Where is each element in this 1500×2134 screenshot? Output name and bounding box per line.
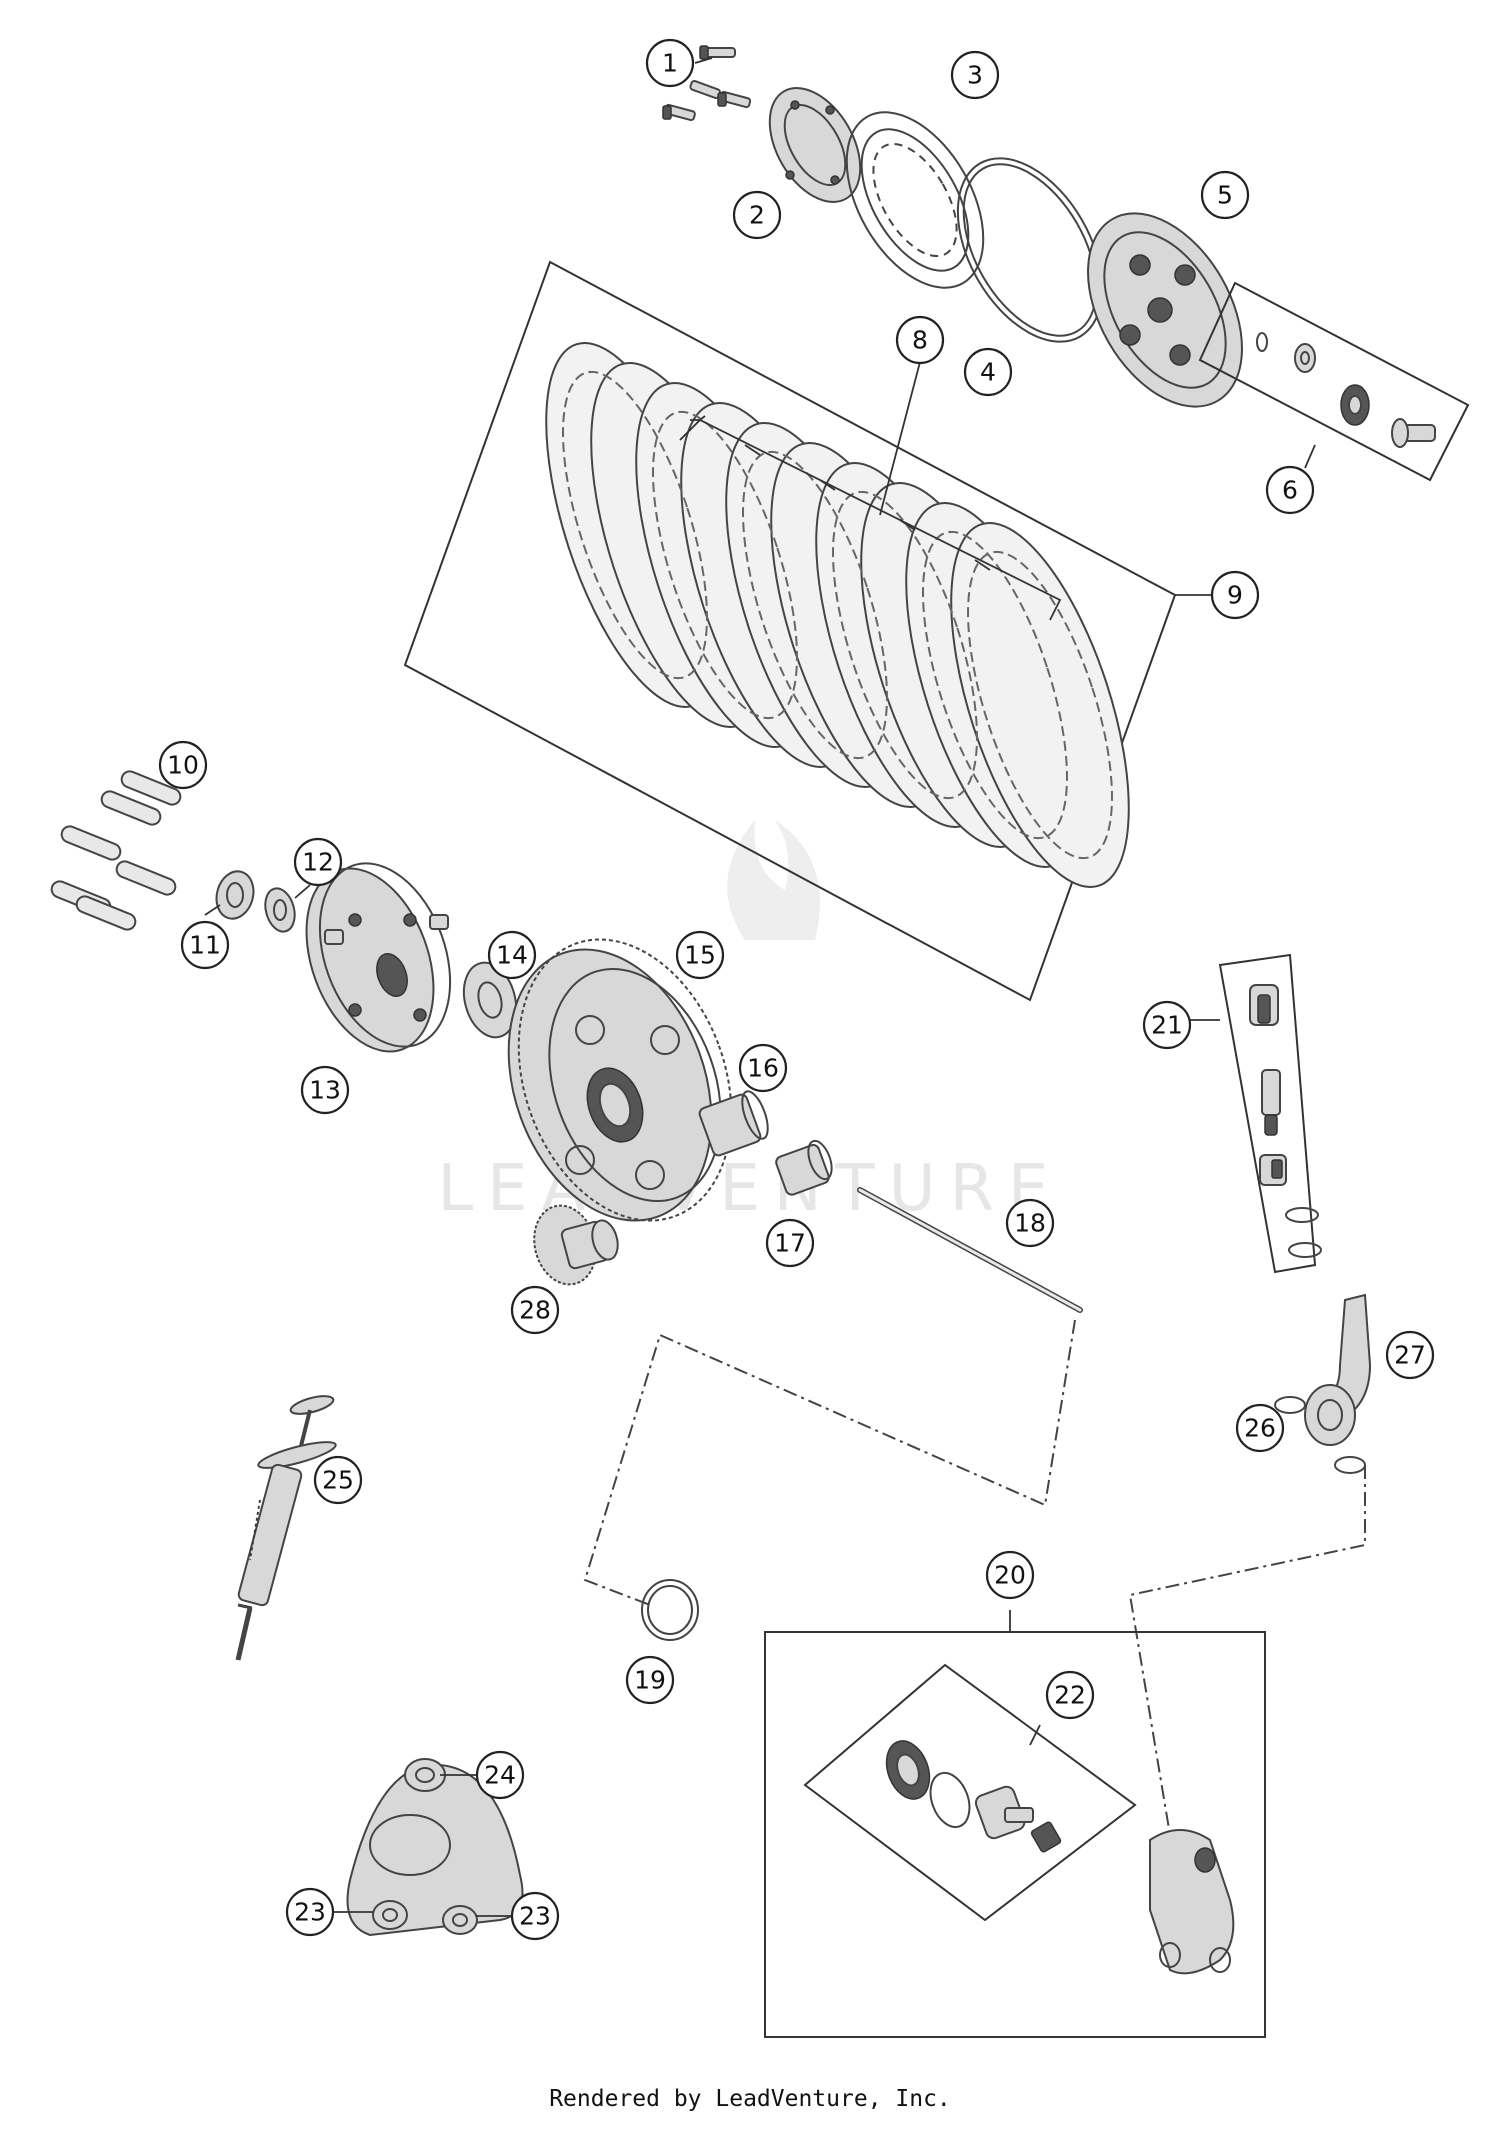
needle-bearing-part-16 [698,1090,769,1157]
callout-28: 28 [510,1285,560,1335]
callout-8: 8 [895,315,945,365]
callout-16: 16 [738,1043,788,1093]
seal-rings-part-26 [1274,1396,1366,1474]
piston-kit-part-22 [803,1663,1137,1922]
slave-cylinder-frame-part-20 [764,1610,1266,2038]
o-ring-part-19 [641,1579,699,1641]
reference-lines [583,1319,1366,1836]
svg-text:17: 17 [774,1229,806,1258]
callout-12: 12 [293,837,343,887]
bleeder-kit-part-21 [1180,953,1322,1274]
callout-13: 13 [300,1065,350,1115]
callout-6: 6 [1265,465,1315,515]
spacer-sleeve-part-17 [775,1139,833,1196]
callout-14: 14 [487,930,537,980]
svg-text:12: 12 [302,848,334,877]
diaphragm-spring-part-4 [956,157,1104,343]
release-bearing-kit-part-6 [1198,281,1470,482]
svg-text:2: 2 [749,201,765,230]
callout-23-right: 23 [510,1891,560,1941]
svg-text:14: 14 [496,941,528,970]
push-rod-part-18 [857,1187,1083,1313]
callouts: 1 2 3 4 5 6 8 9 10 11 12 13 14 15 16 17 … [158,38,1435,1941]
callout-21: 21 [1142,1000,1192,1050]
svg-text:5: 5 [1217,181,1233,210]
svg-text:1: 1 [662,49,678,78]
primary-gear-part-28 [533,1204,619,1286]
banjo-fitting-part-27 [1304,1293,1372,1446]
callout-15: 15 [675,930,725,980]
svg-text:28: 28 [519,1296,551,1325]
callout-26: 26 [1235,1403,1285,1453]
callout-2: 2 [732,190,782,240]
svg-text:22: 22 [1054,1681,1086,1710]
watermark: LEADVENTURE [438,820,1063,1226]
callout-19: 19 [625,1655,675,1705]
svg-text:11: 11 [189,931,221,960]
callout-4: 4 [963,347,1013,397]
svg-text:23: 23 [294,1898,326,1927]
svg-text:24: 24 [484,1761,516,1790]
callout-17: 17 [765,1218,815,1268]
slave-cylinder-body [1149,1829,1235,1975]
svg-text:21: 21 [1151,1011,1183,1040]
callout-20: 20 [985,1550,1035,1600]
svg-text:6: 6 [1282,476,1298,505]
lock-washer-part-12 [264,887,296,933]
callout-24: 24 [475,1750,525,1800]
svg-text:9: 9 [1227,581,1243,610]
svg-text:3: 3 [967,61,983,90]
screws-part-1 [662,45,752,122]
callout-25: 25 [313,1455,363,1505]
footer-credit: Rendered by LeadVenture, Inc. [549,2086,951,2112]
svg-text:23: 23 [519,1902,551,1931]
svg-text:10: 10 [167,751,199,780]
grease-part-25 [235,1395,337,1661]
svg-text:19: 19 [634,1666,666,1695]
callout-27: 27 [1385,1330,1435,1380]
svg-text:26: 26 [1244,1414,1276,1443]
callout-23-left: 23 [285,1887,335,1937]
clutch-cover-parts-23-24 [310,1758,524,1937]
callout-5: 5 [1200,170,1250,220]
svg-text:25: 25 [322,1466,354,1495]
svg-text:13: 13 [309,1076,341,1105]
callout-10: 10 [158,740,208,790]
callout-1: 1 [645,38,695,88]
svg-text:20: 20 [994,1561,1026,1590]
callout-18: 18 [1005,1198,1055,1248]
spring-retainer-part-2 [768,87,862,203]
outer-clutch-basket-part-15 [507,938,733,1222]
svg-text:18: 18 [1014,1209,1046,1238]
svg-text:27: 27 [1394,1341,1426,1370]
callout-22: 22 [1045,1670,1095,1720]
svg-text:8: 8 [912,326,928,355]
callout-3: 3 [950,50,1000,100]
svg-text:15: 15 [684,941,716,970]
svg-text:16: 16 [747,1054,779,1083]
clutch-discs-part-8 [545,342,1130,888]
watermark-text: LEADVENTURE [438,1152,1063,1226]
nut-part-11 [215,870,255,920]
thrust-washer-part-14 [462,961,518,1039]
pins-part-10 [50,770,182,931]
callout-9: 9 [1210,570,1260,620]
callout-11: 11 [180,920,230,970]
support-plate-part-3 [845,111,985,289]
pressure-plate-part-5 [1087,212,1243,408]
svg-text:4: 4 [980,358,996,387]
